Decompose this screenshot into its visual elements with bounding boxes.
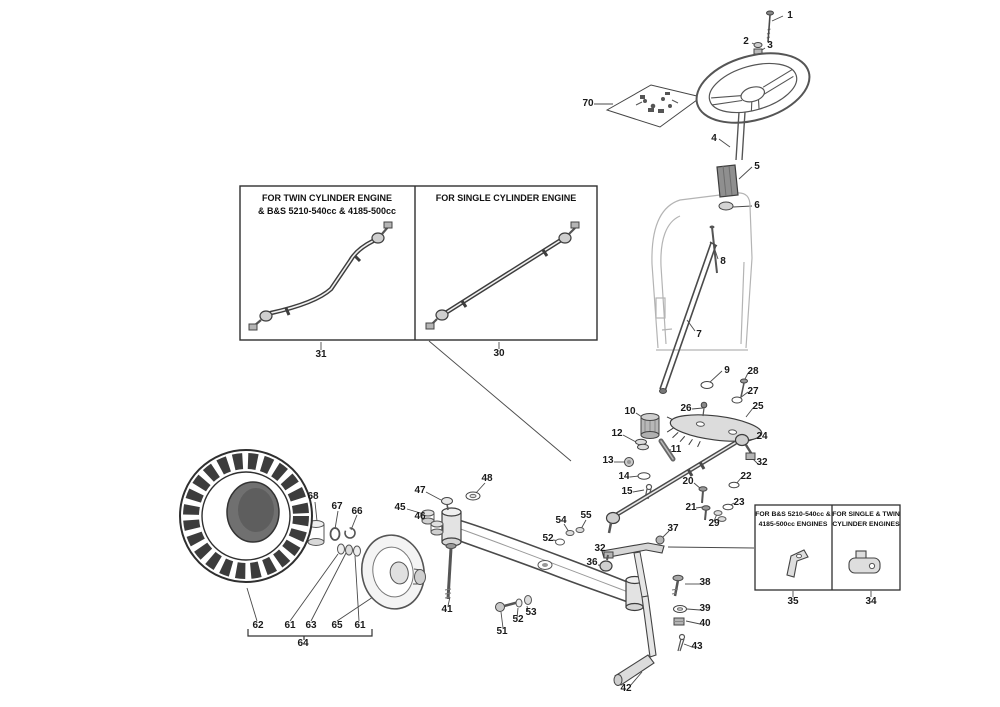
steering-gear-cluster <box>624 378 763 522</box>
callout-box-small <box>754 504 901 591</box>
part-label-14: 14 <box>618 471 630 482</box>
callout-single-twin-heading: FOR SINGLE & TWIN CYLINDER ENGINES <box>832 510 900 530</box>
part-label-12: 12 <box>611 428 623 439</box>
callout-twin-cylinder-line2: & B&S 5210-540cc & 4185-500cc <box>257 205 397 216</box>
part-label-10: 10 <box>624 406 636 417</box>
callout-twin-cylinder-line1: FOR TWIN CYLINDER ENGINE <box>262 193 392 203</box>
callout-single-twin-line1: FOR SINGLE & TWIN <box>832 511 900 518</box>
callout-single-cylinder-heading: FOR SINGLE CYLINDER ENGINE <box>436 192 577 205</box>
callout-single-twin-line2: CYLINDER ENGINES <box>832 520 900 528</box>
part-label-70: 70 <box>582 98 594 109</box>
part-label-24: 24 <box>756 431 768 442</box>
part-label-41: 41 <box>441 604 453 615</box>
part-label-45: 45 <box>394 502 406 513</box>
part-label-20: 20 <box>682 476 694 487</box>
steering-column-parts <box>659 111 746 394</box>
part-label-27: 27 <box>747 386 759 397</box>
part-label-22: 22 <box>740 471 752 482</box>
part-label-35: 35 <box>787 596 799 607</box>
part-label-36: 36 <box>586 557 598 568</box>
part-label-62: 62 <box>252 620 264 631</box>
part-label-5: 5 <box>754 161 760 172</box>
tire-illustration <box>179 449 313 583</box>
part-label-53: 53 <box>525 607 537 618</box>
part-label-63: 63 <box>305 620 317 631</box>
part-label-34: 34 <box>865 596 877 607</box>
part-label-38: 38 <box>699 577 711 588</box>
part-label-26: 26 <box>680 403 692 414</box>
part-label-47: 47 <box>414 485 426 496</box>
part-label-7: 7 <box>696 329 702 340</box>
callout-bs-engines-heading: FOR B&S 5210-540cc & 4185-500cc ENGINES <box>755 510 831 530</box>
part-label-39: 39 <box>699 603 711 614</box>
part-label-23: 23 <box>733 497 745 508</box>
part-label-25: 25 <box>752 401 764 412</box>
part-label-66: 66 <box>351 506 363 517</box>
part-label-46: 46 <box>414 511 426 522</box>
part-label-48: 48 <box>481 473 493 484</box>
part-label-67: 67 <box>331 501 343 512</box>
part-label-28: 28 <box>747 366 759 377</box>
part-label-61: 61 <box>284 620 296 631</box>
part-label-4: 4 <box>711 133 717 144</box>
part-label-11: 11 <box>670 444 682 455</box>
part-label-31: 31 <box>315 349 327 360</box>
part-label-8: 8 <box>720 256 726 267</box>
part-label-13: 13 <box>602 455 614 466</box>
callout-bs-engines-line1: FOR B&S 5210-540cc & <box>755 511 831 518</box>
part-label-30: 30 <box>493 348 505 359</box>
part-label-6: 6 <box>754 200 760 211</box>
part-label-21: 21 <box>685 502 697 513</box>
steering-wheel-illustration <box>695 10 811 124</box>
part-label-68: 68 <box>307 491 319 502</box>
part-label-52: 52 <box>542 533 554 544</box>
part-label-37: 37 <box>667 523 679 534</box>
drag-link-illustration <box>555 433 756 572</box>
part-label-9: 9 <box>724 365 730 376</box>
sticker-sheet-illustration <box>605 84 703 128</box>
part-label-52: 52 <box>512 614 524 625</box>
part-label-54: 54 <box>555 515 567 526</box>
wheel-hub-illustration <box>307 520 426 610</box>
part-label-2: 2 <box>743 36 749 47</box>
part-label-43: 43 <box>691 641 703 652</box>
part-label-42: 42 <box>620 683 632 694</box>
callout-bs-engines-line2: 4185-500cc ENGINES <box>758 520 828 528</box>
part-label-40: 40 <box>699 618 711 629</box>
part-label-61: 61 <box>354 620 366 631</box>
part-label-3: 3 <box>767 40 773 51</box>
part-label-55: 55 <box>580 510 592 521</box>
callout-twin-cylinder-heading: FOR TWIN CYLINDER ENGINE & B&S 5210-540c… <box>258 192 396 217</box>
group-bracket-64 <box>247 629 373 640</box>
part-label-32: 32 <box>756 457 768 468</box>
part-label-32: 32 <box>594 543 606 554</box>
callout-box-large <box>239 185 598 341</box>
part-label-15: 15 <box>621 486 633 497</box>
part-label-64: 64 <box>297 638 309 649</box>
part-label-1: 1 <box>787 10 793 21</box>
front-axle-illustration <box>421 491 687 686</box>
part-label-65: 65 <box>331 620 343 631</box>
callout-single-cylinder-line1: FOR SINGLE CYLINDER ENGINE <box>435 193 577 203</box>
console-outline <box>651 192 753 351</box>
part-label-51: 51 <box>496 626 508 637</box>
part-label-29: 29 <box>708 518 720 529</box>
